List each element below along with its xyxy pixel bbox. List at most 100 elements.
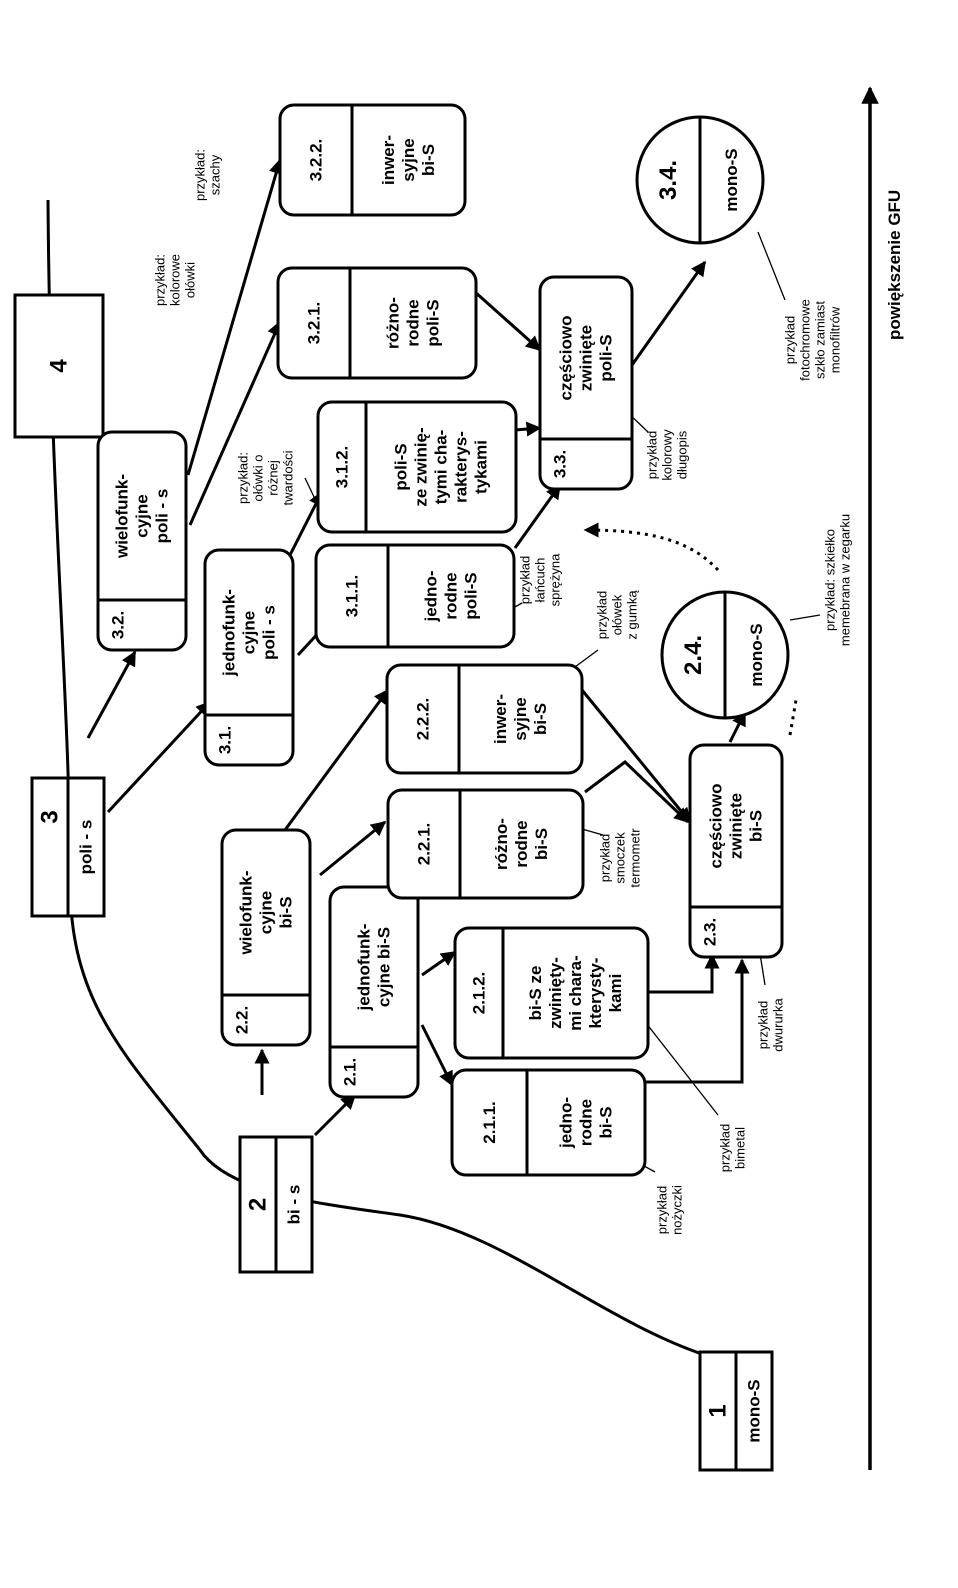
node-number: 2.2.1. — [415, 823, 434, 866]
node-number: 3.3. — [551, 450, 570, 478]
example-text-line: monofiltrów — [828, 306, 843, 373]
node-text-line: inwer- — [491, 694, 510, 744]
node-number: 3.1.1. — [343, 575, 362, 618]
node-text-line: tykami — [472, 440, 491, 494]
example-text-line: przykład — [655, 1186, 670, 1234]
example-text-line: przykład — [645, 431, 660, 479]
axis-label: powiększenie GFU — [885, 190, 904, 340]
example-text-line: przykład — [756, 1001, 771, 1049]
node-number: 4 — [46, 359, 73, 373]
example-text-line: przykład — [518, 556, 533, 604]
node-text-line: kterysty- — [586, 958, 605, 1029]
node-rect — [203, 548, 295, 767]
node-rect — [13, 293, 105, 439]
node-text-line: bi-S — [419, 144, 438, 176]
node-text-line: kami — [606, 974, 625, 1013]
example-text-line: długopis — [675, 430, 690, 479]
node-number: 2.1. — [341, 1058, 360, 1086]
example-text-line: termometr — [628, 828, 643, 888]
node-rect — [538, 275, 634, 491]
node-number: 3.2. — [109, 611, 128, 639]
node-b21: 2.1.jednofunk-cyjne bi-S — [328, 885, 420, 1099]
arrow-2-2-1-to-2-3 — [584, 760, 690, 824]
node-text-line: mi chara- — [566, 955, 585, 1031]
node-number: 2.2.2. — [414, 698, 433, 741]
node-text-line: mono-S — [747, 623, 766, 686]
node-text-line: wielofunk- — [113, 474, 132, 559]
example-text-line: przykład — [598, 834, 613, 882]
example-text-line: szkło zamiast — [813, 301, 828, 379]
node-text-line: poli-S — [597, 334, 616, 381]
node-b24: 2.4.mono-S — [660, 590, 790, 720]
node-text-line: bi-S — [531, 703, 550, 735]
example-text-line: szachy — [208, 154, 223, 195]
dotted-tail-2-4 — [788, 699, 798, 736]
node-text-line: jednofunk- — [220, 589, 239, 677]
node-text-line: rakterys- — [452, 431, 471, 503]
node-rect — [278, 103, 467, 217]
arrow-2-to-2-1 — [313, 1093, 357, 1137]
example-text-line: przykład: szkiełko — [823, 529, 838, 631]
connectors — [46, 86, 879, 1470]
node-number: 2.3. — [701, 918, 720, 946]
node-text-line: inwer- — [379, 135, 398, 185]
node-rect — [314, 543, 516, 649]
node-text-line: bi-S ze — [526, 966, 545, 1021]
node-text-line: poli - s — [153, 489, 172, 544]
arrow-3-2-to-3-2-1 — [188, 320, 282, 526]
arrow-2-1-2-to-2-3 — [648, 953, 720, 994]
node-text-line: zwinięte — [727, 793, 746, 859]
node-rect — [386, 788, 585, 900]
node-rect — [328, 885, 420, 1099]
node-text-line: cyjne — [257, 891, 276, 934]
arrow-2-1-1-to-2-3 — [645, 958, 750, 1084]
example-text-line: fotochromowe — [798, 299, 813, 381]
node-text-line: poli - s — [77, 820, 96, 875]
node-number: 1 — [705, 1404, 732, 1417]
example-text-line: kolorowe — [168, 254, 183, 306]
node-number: 2.2. — [233, 1006, 252, 1034]
example-text-line: ołówki — [183, 262, 198, 298]
node-text-line: rodne — [442, 572, 461, 619]
node-text-line: rodne — [577, 1099, 596, 1146]
node-text-line: mono-S — [722, 148, 741, 211]
example-text-line: bimetal — [733, 1127, 748, 1169]
node-text-line: bi-S — [277, 896, 296, 928]
node-text-line: różno- — [492, 818, 511, 870]
arrow-2-1-to-2-1-1 — [420, 1024, 454, 1087]
node-number: 3.4. — [655, 160, 682, 200]
example-text-line: ołówki o — [251, 455, 266, 502]
arrow-3-1-1-to-3-3 — [513, 483, 562, 549]
example-text-line: dwururka — [771, 997, 786, 1051]
node-text-line: syjne — [511, 697, 530, 740]
node-text-line: cyjne bi-S — [375, 927, 394, 1007]
arrow-3-to-3-1 — [106, 700, 212, 814]
arrow-3-2-1-to-3-3 — [474, 290, 542, 352]
node-number: 2.1.2. — [470, 972, 489, 1015]
example-text-line: kolorowy — [660, 429, 675, 481]
arrow-2-1-to-2-1-2 — [421, 950, 457, 977]
node-text-line: ze zwinię- — [412, 427, 431, 506]
node-text-line: rodne — [512, 820, 531, 867]
node-number: 3.2.1. — [305, 302, 324, 345]
example-text-line: łańcuch — [533, 558, 548, 603]
node-text-line: jedno- — [557, 1097, 576, 1149]
node-text-line: poli-S — [462, 572, 481, 619]
node-number: 3.1. — [216, 726, 235, 754]
